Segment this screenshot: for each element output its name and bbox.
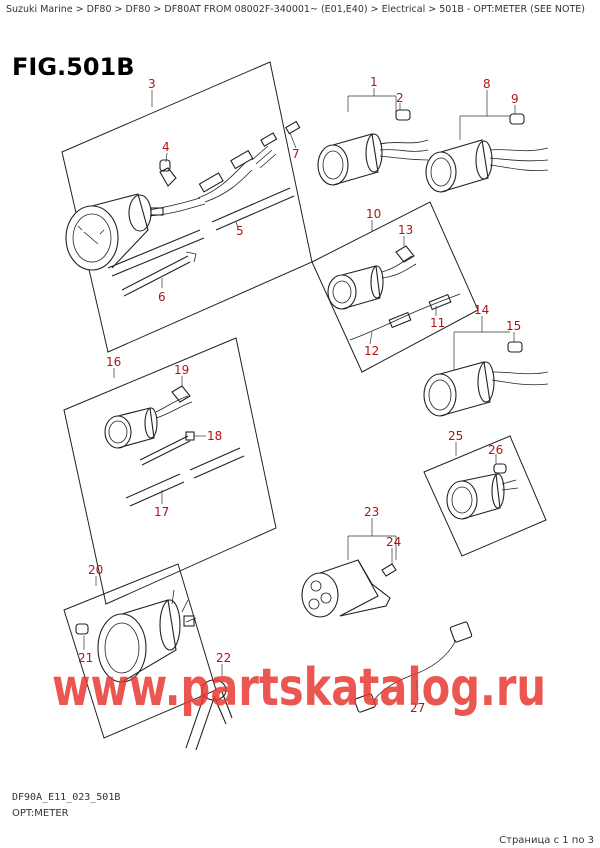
harness-11[interactable]	[349, 293, 461, 341]
gauge-meter-10[interactable]	[327, 255, 417, 310]
breadcrumb: Suzuki Marine > DF80 > DF80 > DF80AT FRO…	[6, 4, 585, 15]
callout-13[interactable]: 13	[398, 223, 413, 237]
callout-22[interactable]: 22	[216, 651, 231, 665]
gauge-meter-3[interactable]	[65, 193, 206, 271]
callout-6[interactable]: 6	[158, 290, 166, 304]
callout-10[interactable]: 10	[366, 207, 381, 221]
callout-1[interactable]: 1	[370, 75, 378, 89]
figure-name: OPT:METER	[12, 808, 69, 819]
kit-frame-25	[423, 435, 547, 557]
callout-12[interactable]: 12	[364, 344, 379, 358]
callout-19[interactable]: 19	[174, 363, 189, 377]
figure-code: DF90A_E11_023_501B	[12, 792, 120, 803]
wiring-harness-3[interactable]	[197, 120, 301, 203]
callout-16[interactable]: 16	[106, 355, 121, 369]
callout-18[interactable]: 18	[207, 429, 222, 443]
hose-17[interactable]	[125, 447, 245, 507]
callout-27[interactable]: 27	[410, 701, 425, 715]
callout-26[interactable]: 26	[488, 443, 503, 457]
callout-7[interactable]: 7	[292, 147, 300, 161]
callout-17[interactable]: 17	[154, 505, 169, 519]
bulb-2[interactable]	[395, 109, 411, 121]
page-indicator: Страница с 1 по 3	[499, 835, 594, 846]
bulb-4[interactable]	[159, 159, 177, 187]
kit-frame-20	[63, 563, 217, 739]
meter-holder-22[interactable]	[185, 679, 233, 751]
hose-5[interactable]	[107, 187, 295, 277]
callout-4[interactable]: 4	[162, 140, 170, 154]
gauge-meter-1[interactable]	[317, 133, 429, 186]
kit-frame-16	[63, 337, 277, 605]
bulb-19[interactable]	[171, 385, 191, 403]
callout-15[interactable]: 15	[506, 319, 521, 333]
meter-bracket-23[interactable]	[301, 559, 391, 618]
bulb-9[interactable]	[509, 113, 525, 125]
figure-title: FIG.501B	[12, 53, 135, 81]
callout-3[interactable]: 3	[148, 77, 156, 91]
callout-21[interactable]: 21	[78, 651, 93, 665]
callout-5[interactable]: 5	[236, 224, 244, 238]
gauge-meter-8[interactable]	[425, 139, 549, 193]
gauge-meter-14[interactable]	[423, 361, 549, 417]
screw-24[interactable]	[381, 563, 397, 577]
bulb-13[interactable]	[395, 245, 415, 263]
bulb-26[interactable]	[493, 463, 507, 474]
watermark: www.partskatalog.ru	[52, 658, 546, 718]
callout-11[interactable]: 11	[430, 316, 445, 330]
callout-20[interactable]: 20	[88, 563, 103, 577]
gauge-meter-16[interactable]	[104, 395, 193, 449]
kit-frame-10	[311, 201, 479, 373]
callout-24[interactable]: 24	[386, 535, 401, 549]
callout-8[interactable]: 8	[483, 77, 491, 91]
callout-25[interactable]: 25	[448, 429, 463, 443]
callout-14[interactable]: 14	[474, 303, 489, 317]
callout-23[interactable]: 23	[364, 505, 379, 519]
callout-9[interactable]: 9	[511, 92, 519, 106]
callout-2[interactable]: 2	[396, 91, 404, 105]
lead-wire-27[interactable]	[354, 621, 473, 713]
gauge-meter-20[interactable]	[97, 589, 197, 683]
bulb-15[interactable]	[507, 341, 523, 353]
bulb-21[interactable]	[75, 623, 89, 635]
cable-tie-6[interactable]	[121, 251, 197, 297]
gauge-meter-25[interactable]	[446, 473, 519, 520]
